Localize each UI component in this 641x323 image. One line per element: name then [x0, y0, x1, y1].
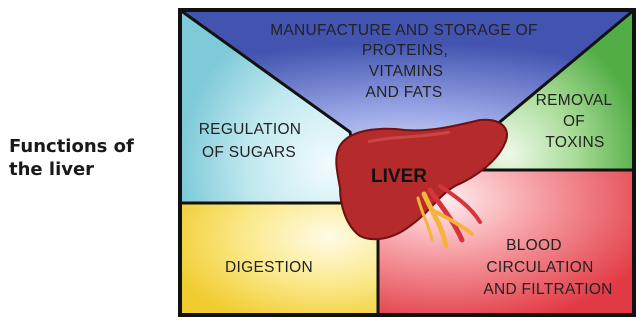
regulation-label-line-2: OF SUGARS	[202, 144, 296, 161]
manufacture-label-line-2: PROTEINS,	[362, 42, 448, 59]
manufacture-label-line-4: AND FATS	[365, 84, 442, 101]
blood-label-line-3: AND FILTRATION	[483, 281, 612, 298]
removal-label-line-1: REMOVAL	[536, 92, 613, 109]
liver-label: LIVER	[371, 166, 427, 187]
removal-label-line-2: OF	[563, 113, 585, 130]
blood-label-line-1: BLOOD	[506, 237, 562, 254]
regulation-label-line-1: REGULATION	[199, 121, 302, 138]
blood-label-line-2: CIRCULATION	[486, 259, 593, 276]
removal-label-line-3: TOXINS	[545, 134, 604, 151]
digestion-label: DIGESTION	[225, 259, 313, 276]
manufacture-label-line-1: MANUFACTURE AND STORAGE OF	[270, 22, 538, 39]
manufacture-label-line-3: VITAMINS	[369, 63, 443, 80]
